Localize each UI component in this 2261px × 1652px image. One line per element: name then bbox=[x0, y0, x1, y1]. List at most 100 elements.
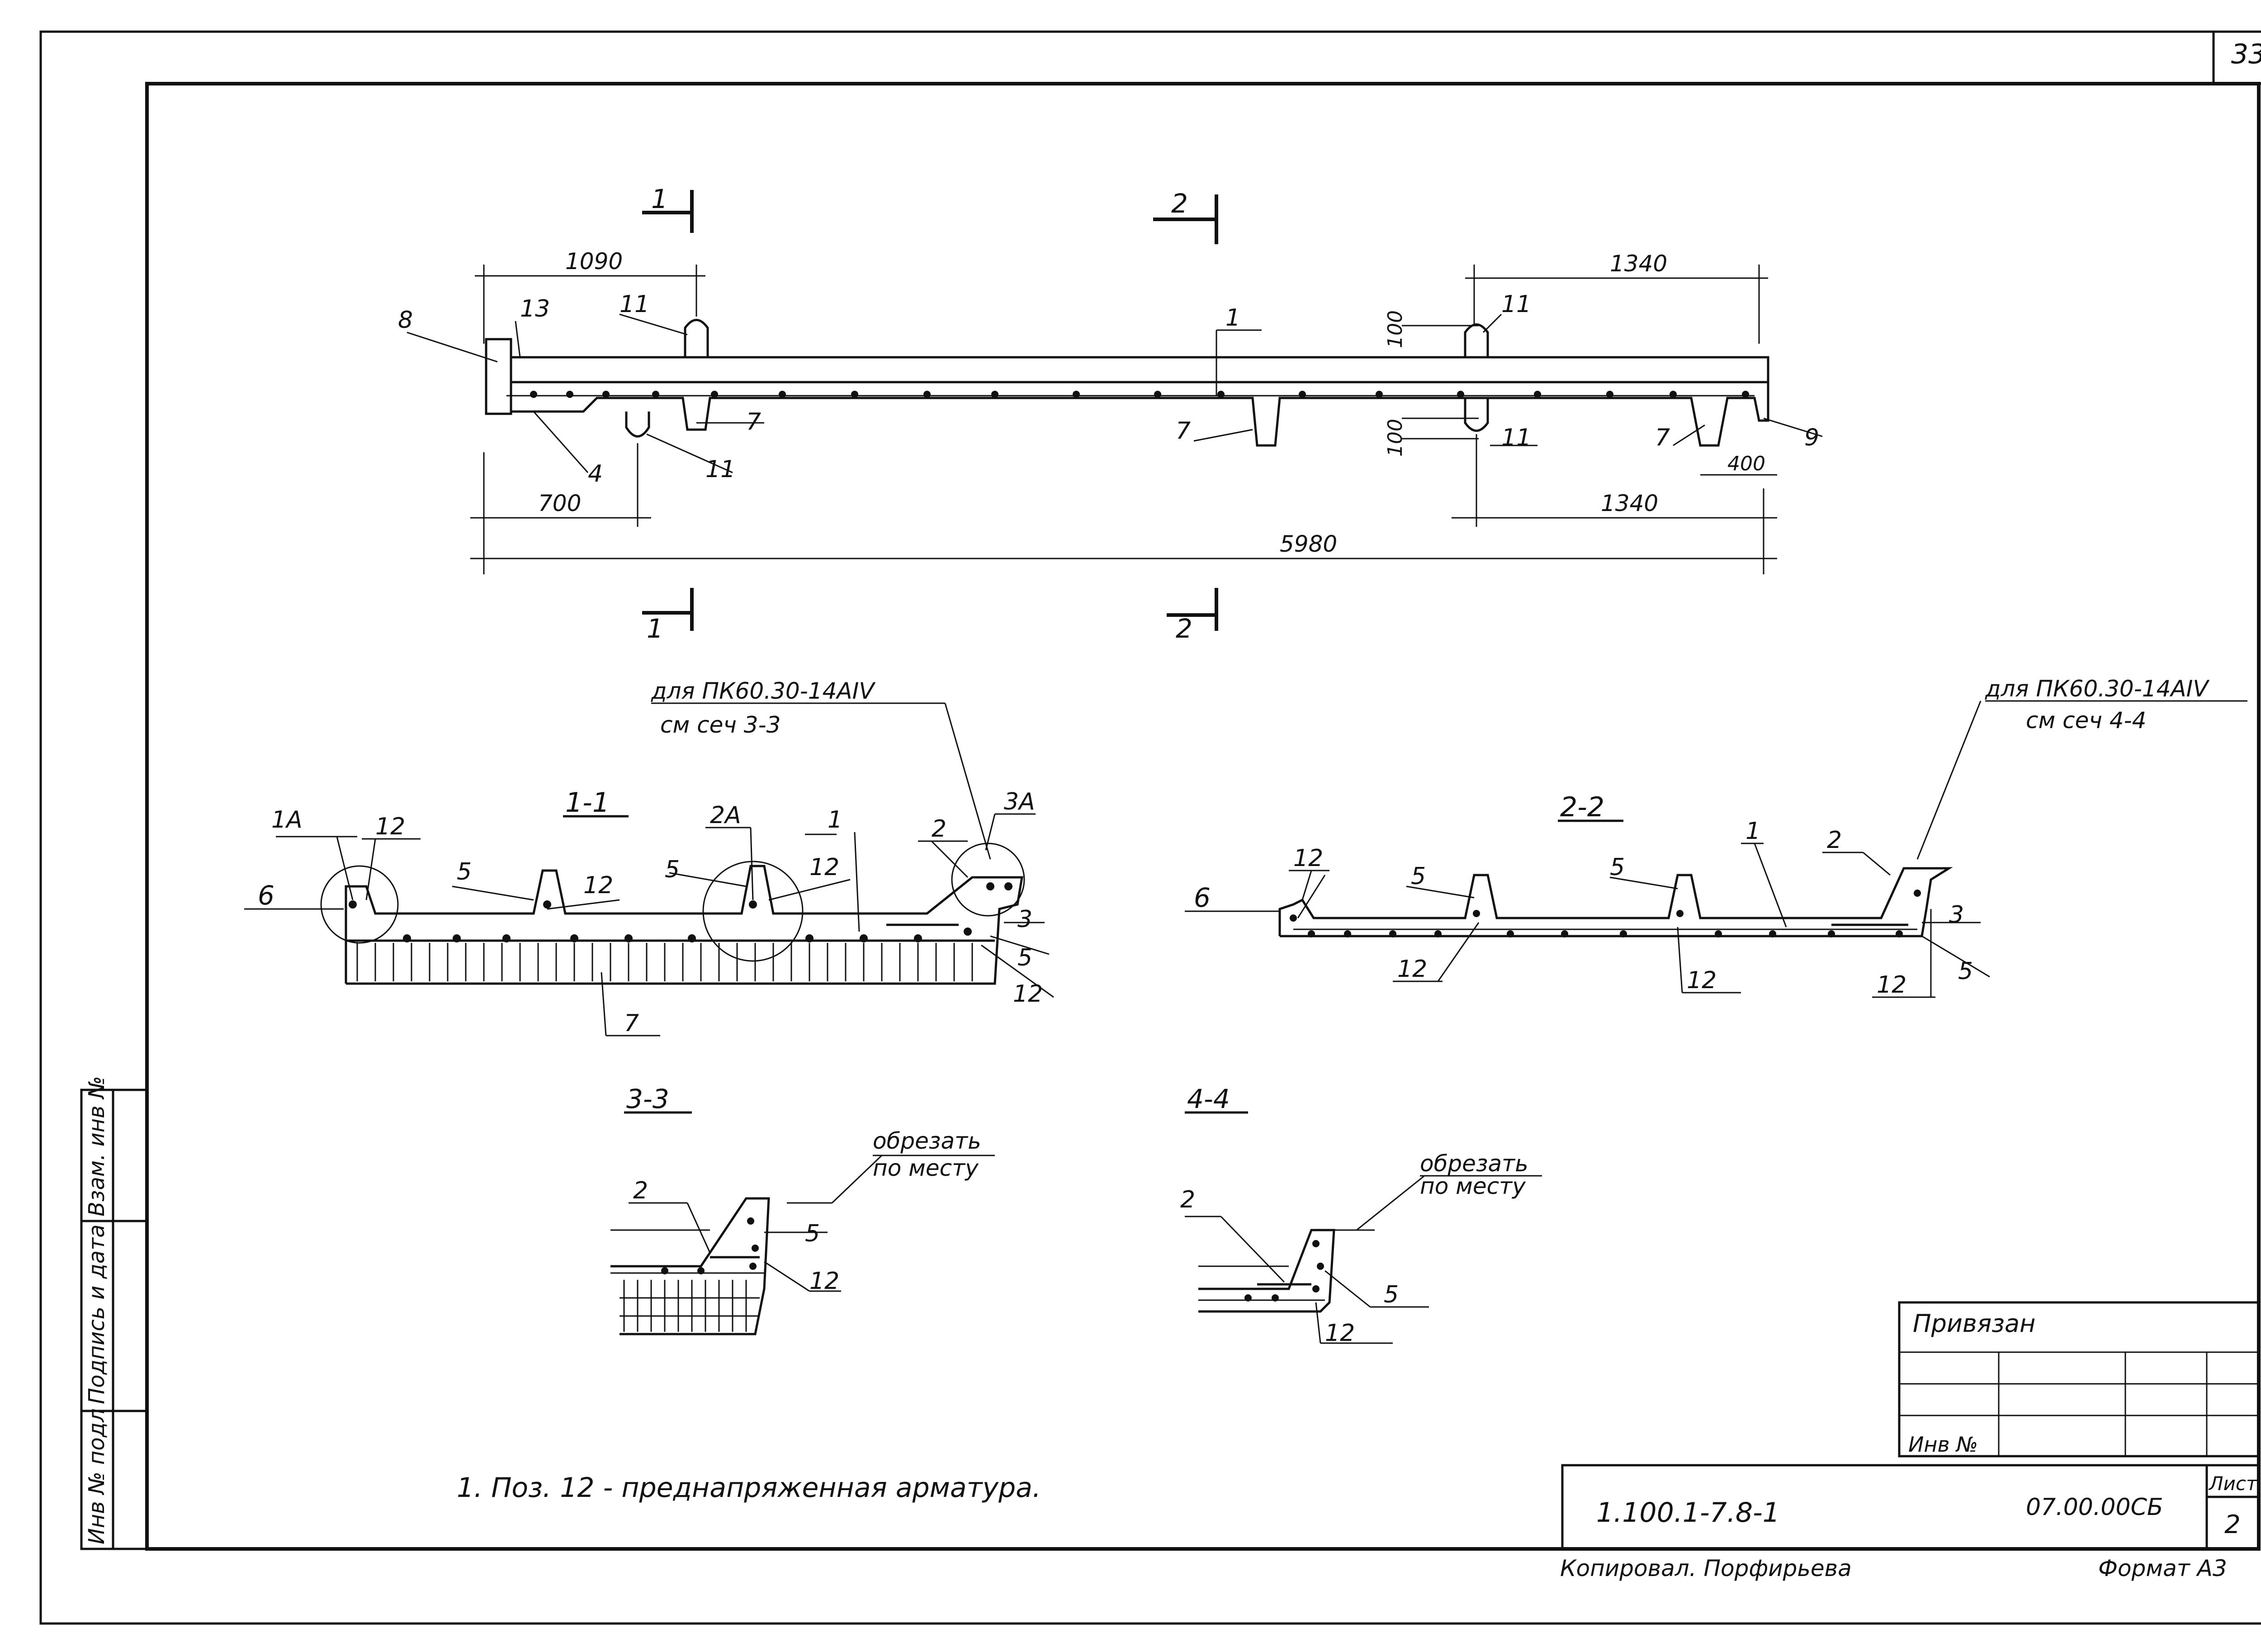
title-doc-code: 1.100.1-7.8-1 bbox=[1596, 1497, 1780, 1529]
cut-label-2-bottom: 2 bbox=[1176, 613, 1192, 644]
pos-1: 1 bbox=[1225, 304, 1240, 331]
section-4-4-note-2: по месту bbox=[1420, 1173, 1526, 1199]
s11-label-5-a: 5 bbox=[457, 858, 472, 885]
sheet-number-box bbox=[2212, 30, 2261, 85]
pos-13: 13 bbox=[520, 295, 550, 322]
dim-1340-bottom: 1340 bbox=[1601, 490, 1658, 516]
side-stamp-sign-date: Подпись и дата bbox=[84, 1224, 109, 1404]
s11-label-12-a: 12 bbox=[375, 813, 405, 840]
s33-label-2: 2 bbox=[633, 1177, 648, 1204]
inner-frame bbox=[145, 82, 2261, 1551]
side-stamp-vzam: Взам. инв № bbox=[84, 1076, 109, 1217]
pos-9: 9 bbox=[1804, 424, 1819, 451]
s22-label-12-d: 12 bbox=[1877, 971, 1906, 999]
s22-label-12-a: 12 bbox=[1293, 845, 1323, 872]
title-list-no: 2 bbox=[2224, 1510, 2241, 1539]
s11-label-12-c: 12 bbox=[809, 854, 839, 881]
pos-7-a: 7 bbox=[746, 408, 761, 435]
s22-label-12-b: 12 bbox=[1397, 956, 1427, 983]
title-copied-by: Копировал. Порфирьева bbox=[1560, 1555, 1852, 1581]
cut-label-1-bottom: 1 bbox=[647, 613, 663, 644]
lifting-loop-2 bbox=[625, 412, 650, 438]
s33-label-5: 5 bbox=[805, 1220, 820, 1247]
s11-label-5-b: 5 bbox=[665, 856, 680, 883]
section-3-3-note-1: обрезать bbox=[873, 1128, 981, 1154]
section-2-2-title: 2-2 bbox=[1560, 791, 1604, 823]
s11-label-7: 7 bbox=[624, 1010, 639, 1037]
pos-11-d: 11 bbox=[705, 456, 735, 483]
s11-label-3A: 3А bbox=[1004, 788, 1035, 815]
dim-5980: 5980 bbox=[1280, 531, 1337, 557]
section-3-3: 3-3 обрезать по месту 2 5 12 bbox=[610, 1084, 995, 1335]
dim-700: 700 bbox=[538, 490, 581, 516]
section-1-1-title: 1-1 bbox=[565, 787, 610, 819]
pos-7-b: 7 bbox=[1176, 417, 1191, 445]
title-privyazan: Привязан bbox=[1913, 1309, 2035, 1338]
section-2-2-note-1: для ПК60.30-14АIV bbox=[1985, 676, 2210, 702]
side-stamp: Инв № подл Подпись и дата Взам. инв № bbox=[80, 1076, 148, 1550]
s11-label-2: 2 bbox=[932, 815, 946, 843]
slab-profile bbox=[510, 357, 1769, 447]
section-4-4-outline bbox=[1198, 1229, 1335, 1313]
title-sheet-code: 07.00.00СБ bbox=[2026, 1494, 2163, 1521]
section-2-2: 2-2 для ПК60.30-14АIV см сеч 4-4 12 5 5 … bbox=[1185, 676, 2247, 999]
s22-label-5-a: 5 bbox=[1411, 863, 1426, 890]
cut-marker-1-bottom bbox=[642, 588, 694, 631]
dim-1090: 1090 bbox=[565, 248, 623, 275]
pos-11-c: 11 bbox=[1501, 424, 1531, 451]
section-3-3-title: 3-3 bbox=[626, 1084, 669, 1114]
title-list-label: Лист bbox=[2208, 1472, 2258, 1495]
section-3-3-outline bbox=[610, 1197, 770, 1335]
cut-marker-2-top bbox=[1153, 194, 1218, 244]
s44-label-12: 12 bbox=[1325, 1320, 1355, 1347]
section-1-1: 1-1 для ПК60.30-14АIV см сеч 3-3 bbox=[244, 678, 1054, 1037]
pos-11-b: 11 bbox=[1501, 291, 1531, 318]
s11-label-5-c: 5 bbox=[1017, 944, 1032, 971]
section-3-3-mesh bbox=[620, 1280, 760, 1332]
section-1-1-rebar-dots bbox=[349, 882, 1012, 942]
s22-label-5-b: 5 bbox=[1610, 854, 1625, 881]
pos-4: 4 bbox=[588, 460, 603, 488]
s44-label-5: 5 bbox=[1384, 1281, 1399, 1308]
strand-dots bbox=[530, 391, 1749, 398]
s22-label-2: 2 bbox=[1827, 827, 1842, 854]
title-format: Формат А3 bbox=[2098, 1555, 2227, 1581]
s11-label-2A: 2А bbox=[710, 802, 741, 829]
section-2-2-rebar-dots bbox=[1290, 890, 1921, 937]
s11-label-12-d: 12 bbox=[1013, 980, 1043, 1008]
s11-label-3: 3 bbox=[1017, 906, 1032, 933]
section-1-1-note-2: см сеч 3-3 bbox=[660, 712, 780, 738]
section-4-4-title: 4-4 bbox=[1187, 1084, 1230, 1114]
side-stamp-inv-podl: Инв № подл bbox=[84, 1408, 109, 1544]
s11-label-1: 1 bbox=[828, 806, 842, 833]
dim-400: 400 bbox=[1727, 452, 1765, 475]
s11-label-12-b: 12 bbox=[583, 872, 613, 899]
section-4-4: 4-4 обрезать по месту 2 5 12 bbox=[1180, 1084, 1542, 1347]
s22-label-12-c: 12 bbox=[1687, 967, 1717, 994]
s22-label-5-c: 5 bbox=[1958, 958, 1973, 985]
s44-label-2: 2 bbox=[1180, 1186, 1195, 1213]
section-2-2-outline bbox=[1278, 867, 1953, 937]
title-block: Привязан Инв № 1.100.1-7.8-1 07.00.00СБ … bbox=[1560, 1301, 2260, 1581]
section-4-4-note-1: обрезать bbox=[1420, 1150, 1528, 1177]
dim-1340-top: 1340 bbox=[1610, 251, 1667, 277]
pos-7-c: 7 bbox=[1655, 424, 1670, 451]
s33-label-12: 12 bbox=[809, 1268, 839, 1295]
cut-label-1-top: 1 bbox=[651, 184, 668, 214]
lifting-loop-4 bbox=[1464, 398, 1489, 432]
title-inv-no: Инв № bbox=[1908, 1432, 1978, 1457]
s22-label-6: 6 bbox=[1194, 882, 1211, 913]
section-1-1-outline bbox=[345, 865, 1023, 985]
s22-label-1: 1 bbox=[1745, 818, 1760, 845]
plan-view: 1 1 2 2 1090 1340 700 1340 5980 400 100 … bbox=[398, 184, 1823, 644]
dim-100-bottom: 100 bbox=[1384, 419, 1407, 457]
pos-11-a: 11 bbox=[620, 291, 649, 318]
pos-8: 8 bbox=[398, 307, 413, 334]
cut-label-2-top: 2 bbox=[1171, 188, 1188, 219]
section-1-1-note-1: для ПК60.30-14АIV bbox=[651, 678, 876, 704]
end-plate bbox=[485, 338, 512, 415]
s11-label-6: 6 bbox=[258, 880, 274, 911]
sheet-number: 33 bbox=[2231, 38, 2261, 70]
slab-top bbox=[510, 356, 1769, 383]
